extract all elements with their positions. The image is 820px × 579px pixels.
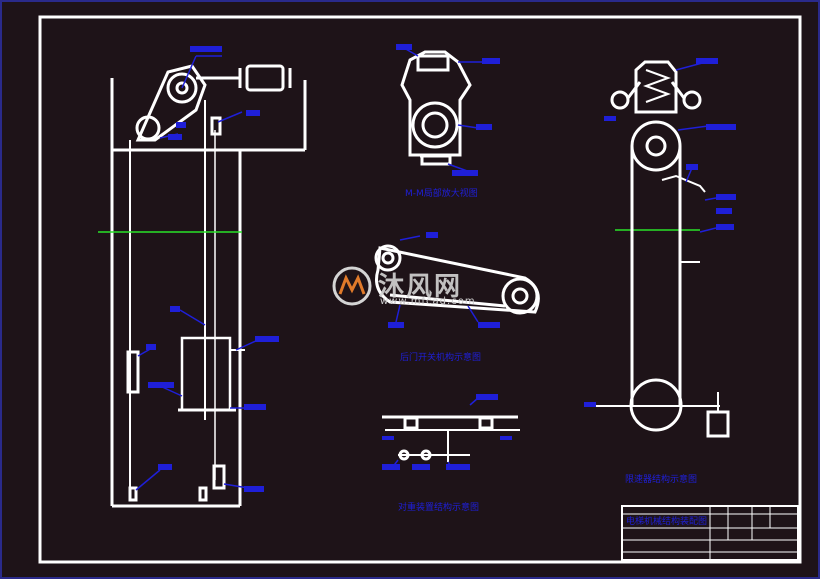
caption-top-right-view: M-M局部放大视图 bbox=[405, 187, 478, 199]
mf-logo-icon bbox=[332, 266, 372, 306]
watermark-url: www.mfcad.com bbox=[380, 296, 476, 307]
title-block bbox=[621, 505, 799, 561]
drawing-frame bbox=[38, 15, 802, 564]
caption-bottom-view: 对重装置结构示意图 bbox=[398, 501, 479, 513]
caption-belt-view: 后门开关机构示意图 bbox=[400, 351, 481, 363]
title-block-title: 电梯机械结构装配图 bbox=[626, 515, 707, 527]
watermark: 沐风网 www.mfcad.com bbox=[330, 262, 490, 312]
caption-right-view: 限速器结构示意图 bbox=[625, 473, 697, 485]
right-elevation-view bbox=[595, 60, 730, 438]
top-right-detail-view bbox=[400, 50, 472, 166]
annotation-label-marks bbox=[146, 44, 736, 492]
main-elevation-view bbox=[110, 64, 307, 508]
belt-drive-view bbox=[374, 244, 540, 315]
counterweight-detail-view bbox=[382, 415, 520, 462]
watermark-brand: 沐风网 bbox=[378, 272, 463, 302]
